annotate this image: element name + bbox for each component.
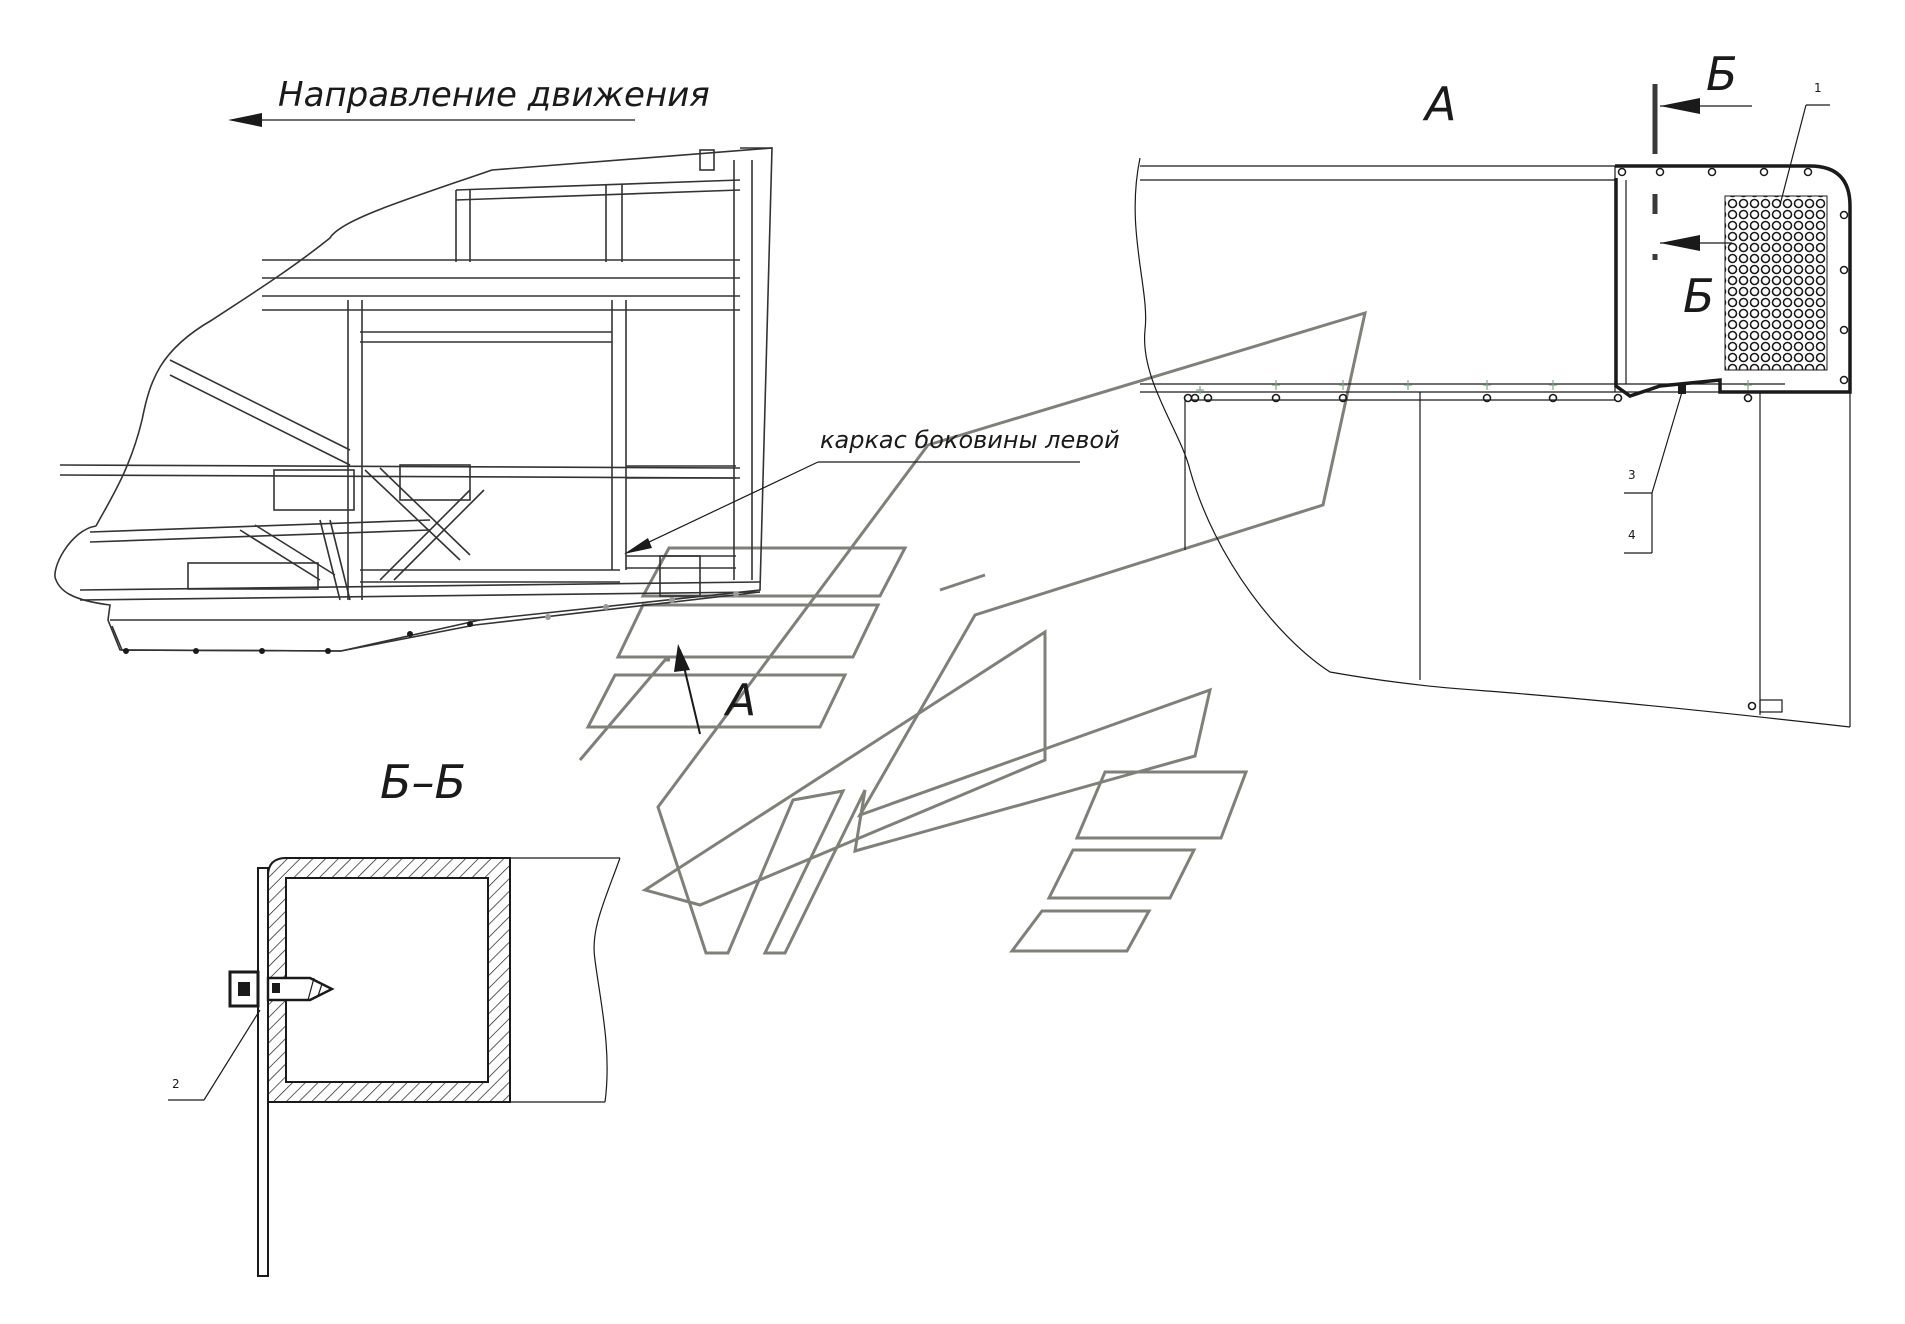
view-a: А (1134, 77, 1852, 728)
center-marks (1196, 380, 1752, 394)
section-b-label-bottom: Б (1683, 269, 1715, 323)
callout-2: 2 (168, 1009, 261, 1101)
rivet-3 (1678, 384, 1686, 394)
callout-3: 3 (1624, 391, 1683, 494)
section-b-b: Б–Б (228, 755, 621, 1277)
section-title: Б–Б (380, 755, 466, 809)
view-a-arrow-label: А (723, 675, 756, 726)
perforated-grille (1724, 195, 1828, 371)
view-a-arrow: А (674, 644, 756, 735)
frame-label-leader: каркас боковины левой (624, 426, 1120, 554)
section-b-label-top: Б (1706, 47, 1738, 101)
sill-fasteners (123, 591, 739, 654)
svg-text:1: 1 (1814, 81, 1822, 95)
svg-text:3: 3 (1628, 468, 1636, 482)
side-frame-view (54, 147, 773, 652)
panel-screws (1617, 167, 1849, 385)
watermark-logo (578, 310, 1368, 955)
section-line-b: Б Б (1652, 47, 1752, 323)
svg-text:4: 4 (1628, 528, 1636, 542)
svg-text:2: 2 (172, 1077, 180, 1091)
direction-of-travel: Направление движения (228, 75, 710, 127)
view-a-title: А (1422, 77, 1456, 131)
direction-arrow-head (228, 113, 262, 127)
callout-1: 1 (1779, 81, 1830, 206)
bolt-row (1183, 393, 1757, 711)
callout-4: 4 (1624, 493, 1653, 554)
frame-label: каркас боковины левой (820, 426, 1120, 454)
direction-label: Направление движения (278, 75, 710, 115)
